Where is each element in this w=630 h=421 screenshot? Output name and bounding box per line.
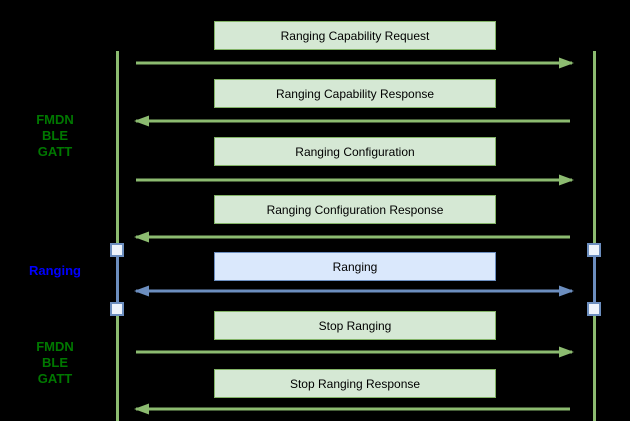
arrowhead-left-icon xyxy=(134,285,149,297)
arrowhead-left-icon xyxy=(134,115,149,127)
message-label: Stop Ranging xyxy=(318,318,392,333)
lifeline-right-ranging-segment xyxy=(593,250,596,310)
section-label-line: BLE xyxy=(42,355,68,370)
arrowhead-left-icon xyxy=(134,403,149,415)
section-label-line: FMDN xyxy=(36,339,74,354)
message-box: Stop Ranging Response xyxy=(214,369,496,398)
message-box: Ranging Capability Request xyxy=(214,21,496,50)
message-box: Ranging Configuration xyxy=(214,137,496,166)
section-label-line: FMDN xyxy=(36,112,74,127)
activation-marker xyxy=(110,243,124,257)
arrowhead-right-icon xyxy=(559,346,574,358)
message-arrow-icon xyxy=(134,283,574,299)
message-label: Ranging xyxy=(332,259,378,274)
message-box: Ranging xyxy=(214,252,496,281)
lifeline-right xyxy=(593,51,596,421)
activation-marker xyxy=(587,302,601,316)
message-arrow-icon xyxy=(134,344,574,360)
arrowhead-right-icon xyxy=(559,174,574,186)
lifeline-left-ranging-segment xyxy=(116,250,119,310)
message-label: Ranging Capability Request xyxy=(280,28,430,43)
message-arrow-icon xyxy=(134,55,574,71)
activation-marker xyxy=(110,302,124,316)
message-label: Stop Ranging Response xyxy=(289,376,421,391)
message-box: Ranging Capability Response xyxy=(214,79,496,108)
message-box: Ranging Configuration Response xyxy=(214,195,496,224)
arrowhead-right-icon xyxy=(559,57,574,69)
message-arrow-icon xyxy=(134,113,574,129)
message-arrow-icon xyxy=(134,229,574,245)
arrowhead-right-icon xyxy=(559,285,574,297)
message-label: Ranging Configuration Response xyxy=(266,202,444,217)
message-box: Stop Ranging xyxy=(214,311,496,340)
message-label: Ranging Configuration xyxy=(295,144,415,159)
message-arrow-icon xyxy=(134,401,574,417)
arrowhead-left-icon xyxy=(134,231,149,243)
message-arrow-icon xyxy=(134,172,574,188)
section-label-line: BLE xyxy=(42,128,68,143)
section-label-fmdn-ble-gatt-bottom: FMDN BLE GATT xyxy=(8,339,102,387)
section-label-ranging: Ranging xyxy=(8,263,102,279)
section-label-line: Ranging xyxy=(29,263,81,278)
lifeline-left xyxy=(116,51,119,421)
activation-marker xyxy=(587,243,601,257)
section-label-line: GATT xyxy=(37,371,73,386)
message-label: Ranging Capability Response xyxy=(275,86,435,101)
section-label-fmdn-ble-gatt-top: FMDN BLE GATT xyxy=(8,112,102,160)
section-label-line: GATT xyxy=(37,144,73,159)
